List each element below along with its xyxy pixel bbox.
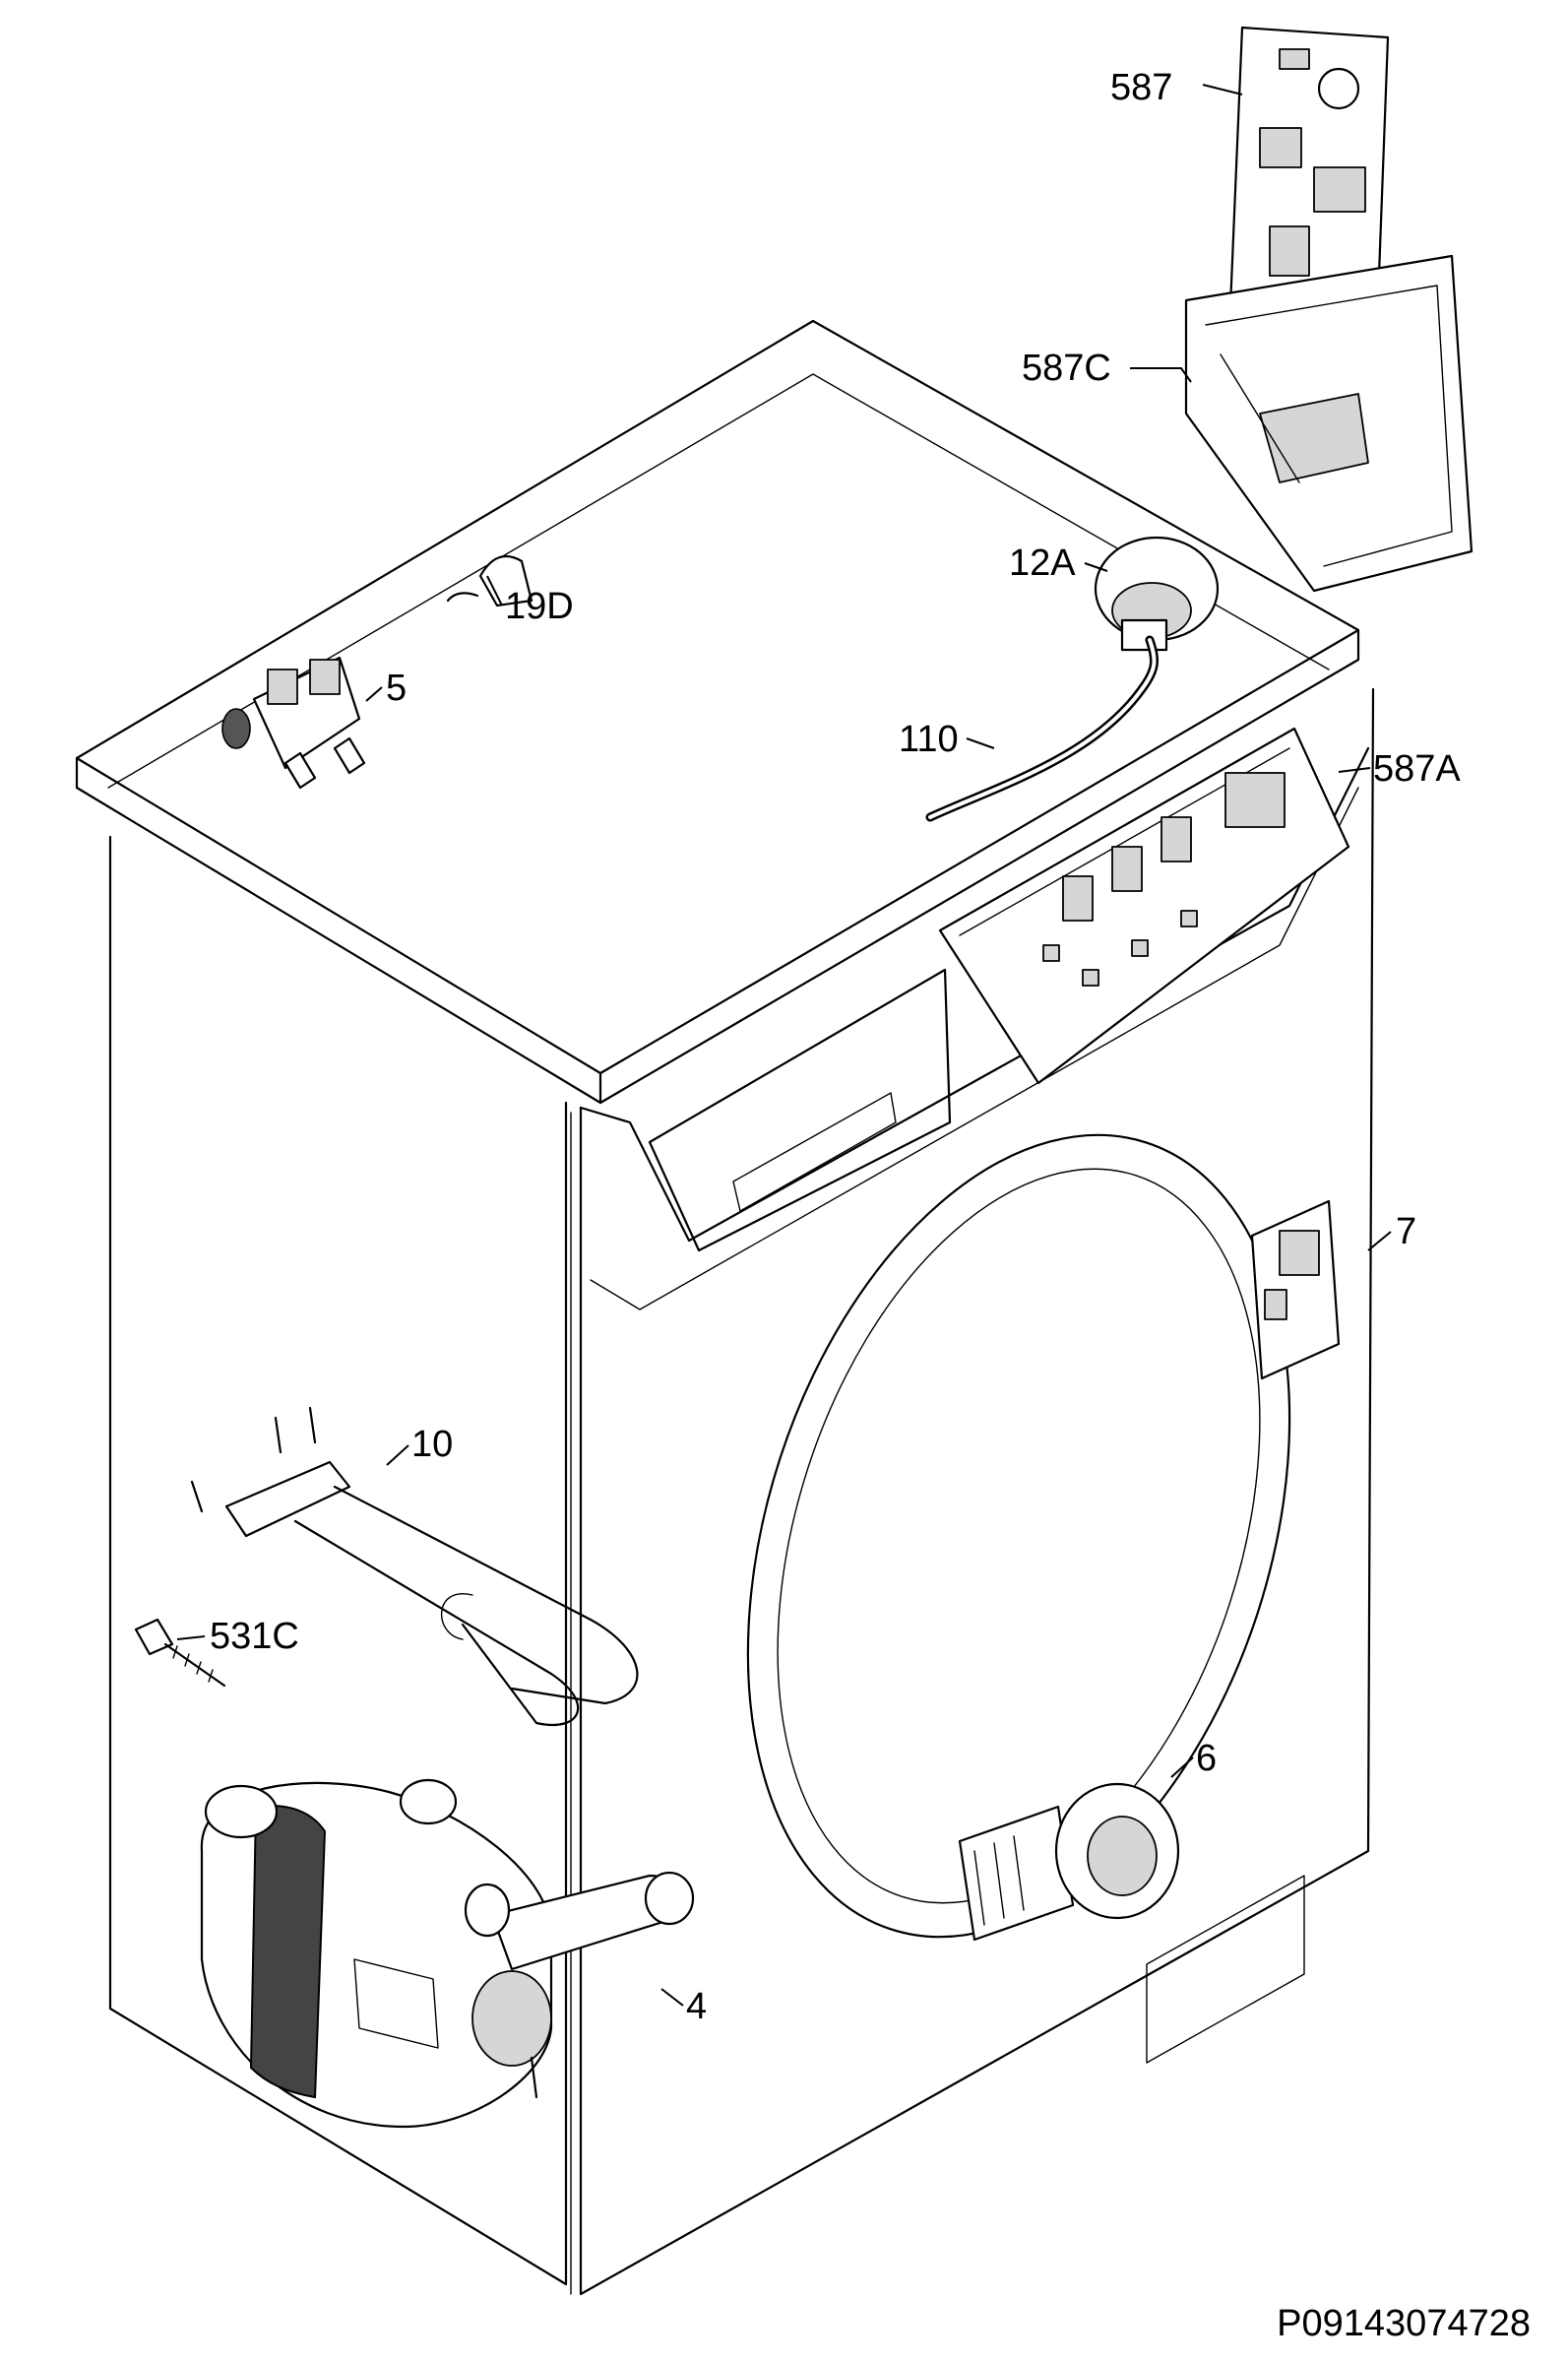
leader-19D (486, 575, 503, 607)
callout-12A: 12A (1009, 543, 1076, 584)
callout-587C: 587C (1022, 348, 1111, 389)
leader-587A (1338, 767, 1371, 773)
motor-band (249, 1805, 327, 2099)
top-panel-front-edge (75, 756, 602, 1105)
callout-587A: 587A (1373, 748, 1461, 790)
leader-587 (1202, 84, 1243, 96)
heater-terminal-2 (308, 1406, 317, 1444)
board-relay-3 (1269, 225, 1310, 277)
motor-mount-right (644, 1871, 695, 1926)
housing-inner-line (1205, 285, 1453, 567)
control-board-led-1 (1042, 944, 1060, 962)
leader-12A (1084, 562, 1108, 572)
door-lock-part (1250, 1199, 1341, 1380)
clip-hook (446, 592, 479, 603)
leader-110 (966, 737, 995, 749)
callout-110: 110 (899, 719, 959, 760)
control-board-part (938, 727, 1350, 1085)
motor-mount-front (464, 1883, 511, 1938)
door-lock-slot (1264, 1289, 1287, 1320)
motor-shaft (530, 2056, 538, 2099)
callout-5: 5 (386, 668, 408, 709)
control-board-display (1224, 772, 1286, 828)
motor-part (200, 1778, 695, 2129)
heater-tube-upper (333, 1485, 639, 1705)
callout-587: 587 (1110, 67, 1173, 108)
door-outer-ring (746, 1133, 1291, 1939)
valve-coil-2 (309, 659, 341, 695)
control-board-led-4 (1180, 910, 1198, 927)
screw-head (134, 1618, 174, 1656)
drawer-handle (732, 1092, 897, 1212)
heater-tube-lower (293, 1519, 580, 1726)
drawing-code: P09143074728 (1277, 2303, 1531, 2344)
front-panel (579, 687, 1375, 2296)
detergent-drawer (648, 968, 952, 1252)
top-panel-side-edge (598, 628, 1360, 1105)
leader-6 (1170, 1756, 1194, 1778)
motor-mount-left (204, 1784, 279, 1839)
drain-pump-motor (958, 1805, 1075, 1942)
drain-pump-impeller (1087, 1816, 1158, 1896)
callout-19D: 19D (505, 586, 574, 627)
leader-7 (1367, 1231, 1392, 1251)
board-relay-2 (1313, 166, 1366, 213)
pressure-switch-part (1094, 536, 1220, 652)
control-board-led-3 (1131, 939, 1149, 957)
leader-lines (176, 84, 1392, 2007)
pressure-switch-connector (1120, 618, 1168, 652)
callout-6: 6 (1196, 1738, 1218, 1779)
leader-587C (1130, 367, 1192, 383)
inlet-valve-part (221, 656, 366, 790)
drain-pump-fins (973, 1835, 1025, 1926)
pressure-hose-highlight (928, 638, 1157, 819)
door-inner-ring (777, 1168, 1261, 1904)
pressure-hose (925, 635, 1159, 822)
service-panel (1146, 1875, 1305, 2064)
board-chip (1279, 48, 1310, 70)
callout-10: 10 (411, 1424, 454, 1465)
screw-thread (172, 1645, 214, 1683)
leader-5 (365, 686, 383, 702)
valve-coil-1 (267, 669, 298, 705)
control-board-switch-1 (1062, 875, 1094, 922)
board-relay-1 (1259, 127, 1302, 168)
leader-531C (176, 1635, 206, 1640)
valve-outlet-2 (333, 736, 366, 775)
heater-terminal-1 (274, 1416, 282, 1454)
leader-4 (660, 1988, 684, 2007)
clip-part (446, 554, 533, 607)
control-board-led-2 (1082, 969, 1099, 987)
callout-4: 4 (686, 1986, 708, 2027)
washer-cabinet (75, 319, 1375, 2296)
callout-7: 7 (1396, 1211, 1417, 1252)
left-side-panel (108, 835, 568, 2286)
board-capacitor (1317, 67, 1360, 110)
leader-10 (386, 1444, 409, 1466)
clip-body (478, 554, 533, 607)
drain-pump-part (958, 1782, 1180, 1942)
screw-part (134, 1618, 226, 1688)
motor-mount-top (399, 1778, 458, 1825)
control-board-switch-2 (1111, 846, 1143, 892)
heater-tube-bend (441, 1592, 473, 1640)
control-board-switch-3 (1160, 816, 1192, 862)
housing-latch (1259, 393, 1369, 483)
housing-rib (1220, 353, 1300, 483)
callout-531C: 531C (210, 1616, 299, 1657)
valve-inlet (221, 708, 251, 749)
motor-connector (353, 1958, 439, 2049)
heater-flange (224, 1460, 351, 1538)
heater-terminal-3 (190, 1480, 204, 1513)
valve-outlet-1 (283, 751, 317, 790)
door-lock-connector (1279, 1230, 1320, 1276)
heating-element-part (190, 1406, 639, 1726)
motor-tacho (471, 1970, 552, 2067)
board-housing-part (1184, 254, 1474, 593)
